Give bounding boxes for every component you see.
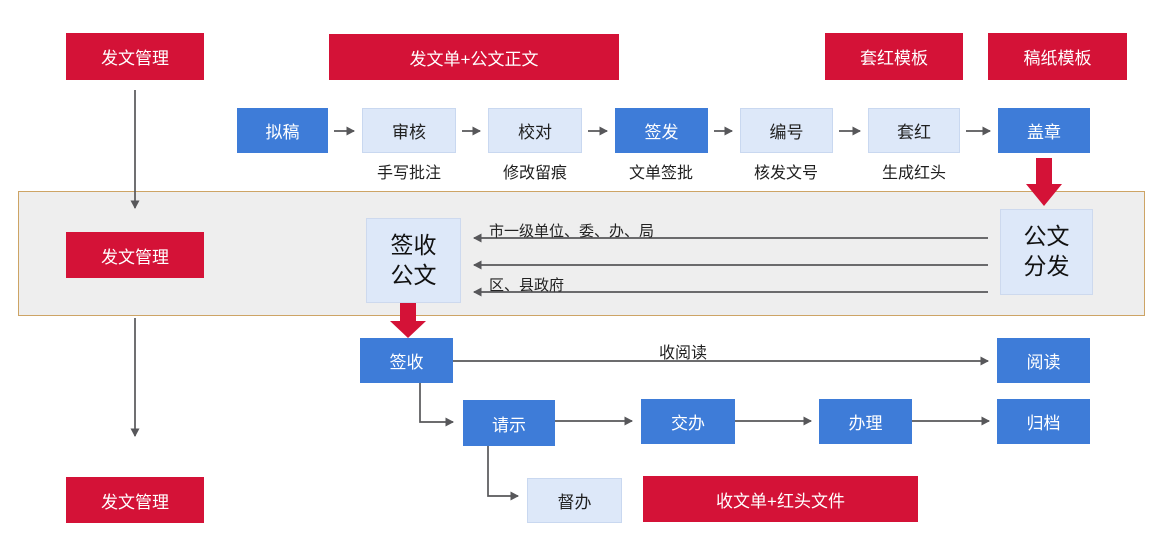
step-handle: 办理: [819, 399, 912, 444]
sub-proofread: 修改留痕: [502, 165, 567, 182]
doc-bundle-outgoing-label: 发文单+公文正文: [409, 49, 539, 69]
paper-template-box: 稿纸模板: [988, 33, 1127, 80]
sub-number: 核发文号: [753, 165, 818, 182]
sub-review: 手写批注: [376, 165, 441, 182]
stage-label: 发文管理: [101, 247, 169, 267]
sub-sign-issue: 文单签批: [628, 165, 693, 182]
elbow-request-to-supervise: [487, 446, 519, 501]
red-template-box: 套红模板: [825, 33, 963, 80]
step-supervise: 督办: [527, 478, 622, 523]
doc-bundle-incoming-box: 收文单+红头文件: [643, 476, 918, 522]
step-assign: 交办: [641, 399, 735, 444]
step-request: 请示: [463, 400, 555, 446]
step-sign-issue: 签发: [615, 108, 708, 153]
paper-template-label: 稿纸模板: [1023, 49, 1092, 68]
stage-box-outgoing-1: 发文管理: [66, 33, 204, 80]
channel-label-city-units: 市一级单位、委、办、局: [489, 223, 655, 240]
step-proofread: 校对: [488, 108, 582, 153]
step-archive: 归档: [997, 399, 1090, 444]
stage-box-outgoing-2: 发文管理: [66, 232, 204, 278]
document-exchange-band: [18, 191, 1145, 316]
red-template-label: 套红模板: [860, 49, 928, 68]
elbow-sign-to-request: [419, 383, 454, 427]
sub-red-header: 生成红头: [881, 165, 946, 182]
doc-bundle-incoming-label: 收文单+红头文件: [716, 491, 845, 511]
step-sign-receive: 签收: [360, 338, 453, 383]
step-review: 审核: [362, 108, 456, 153]
step-draft: 拟稿: [237, 108, 328, 153]
doc-bundle-outgoing-box: 发文单+公文正文: [329, 34, 619, 80]
read-arrow-label: 收阅读: [658, 345, 707, 362]
step-number: 编号: [740, 108, 833, 153]
channel-label-districts: 区、县政府: [489, 277, 565, 294]
stage-label: 发文管理: [101, 49, 169, 68]
step-red-header: 套红: [868, 108, 960, 153]
stage-box-outgoing-3: 发文管理: [66, 477, 204, 523]
dispatch-documents-box: 公文 分发: [1000, 209, 1093, 295]
step-stamp: 盖章: [998, 108, 1090, 153]
receive-documents-box: 签收 公文: [366, 218, 461, 303]
stage-label: 发文管理: [101, 492, 169, 512]
step-read: 阅读: [997, 338, 1090, 383]
